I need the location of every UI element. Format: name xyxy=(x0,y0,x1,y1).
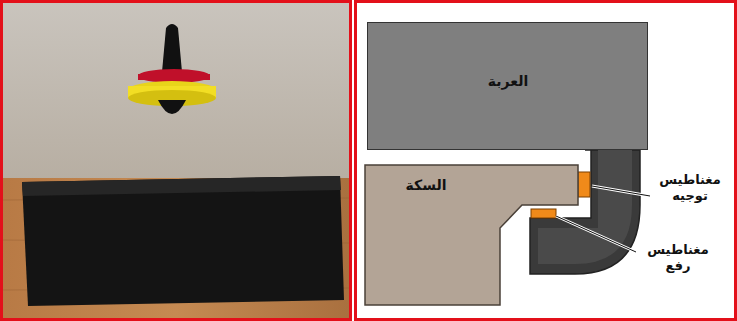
node-label: العربة xyxy=(448,73,568,89)
panel-frame xyxy=(2,2,351,320)
leader-line xyxy=(592,186,650,196)
magnet-label: مغناطيس رفع xyxy=(638,242,718,274)
leader-line xyxy=(592,186,650,196)
leader-line xyxy=(556,216,636,252)
panel-frame xyxy=(356,2,736,320)
magnet-label: مغناطيس توجيه xyxy=(650,172,730,204)
lift-magnet xyxy=(531,209,556,218)
node-label: السكة xyxy=(371,177,481,193)
leader-line xyxy=(556,216,636,252)
levitation-photo xyxy=(3,3,349,318)
rail-outline xyxy=(363,163,593,308)
guide-magnet xyxy=(578,172,590,197)
rail-shape: السكة xyxy=(363,163,593,308)
vehicle-box: العربة xyxy=(367,22,648,150)
